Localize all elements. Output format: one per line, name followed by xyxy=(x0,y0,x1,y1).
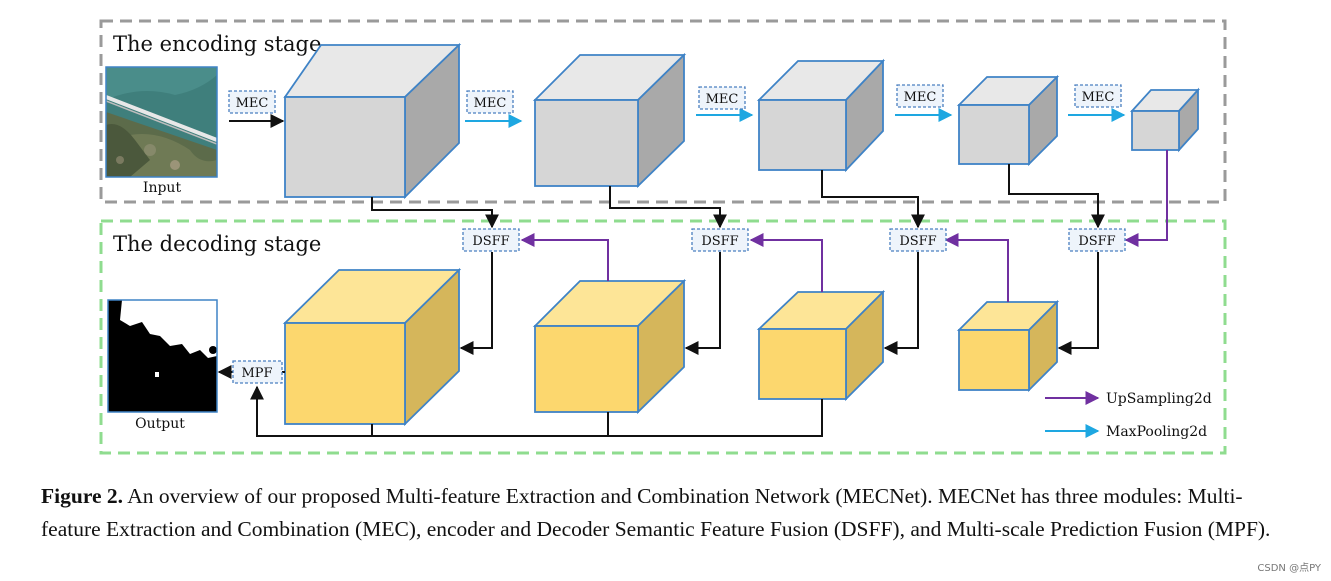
encoder-feature-block-2 xyxy=(532,52,687,189)
figure-label: Figure 2. xyxy=(41,484,124,508)
svg-text:MEC: MEC xyxy=(706,92,739,107)
upsampling-arrow-3 xyxy=(944,233,1009,302)
skip-connection-3 xyxy=(821,170,925,229)
mecnet-diagram: The encoding stage The decoding stage In… xyxy=(99,19,1227,455)
svg-text:DSFF: DSFF xyxy=(472,234,509,249)
figure-caption: Figure 2. An overview of our proposed Mu… xyxy=(41,480,1291,546)
mec-module-3: MEC xyxy=(698,86,746,110)
encoder-feature-block-1 xyxy=(283,42,462,200)
mec-module-5: MEC xyxy=(1074,84,1122,108)
decoder-feature-block-3 xyxy=(756,289,886,402)
legend-maxpooling-label: MaxPooling2d xyxy=(1106,424,1207,440)
encoder-feature-block-4 xyxy=(956,74,1060,167)
legend: UpSampling2d MaxPooling2d xyxy=(1045,391,1212,440)
encoder-feature-block-5 xyxy=(1129,87,1201,153)
encoding-stage-title: The encoding stage xyxy=(113,32,321,56)
svg-text:DSFF: DSFF xyxy=(1078,234,1115,249)
watermark: CSDN @点PY xyxy=(1257,563,1321,574)
skip-connection-1 xyxy=(371,197,499,229)
legend-upsampling-label: UpSampling2d xyxy=(1106,391,1212,407)
decoder-feature-block-4 xyxy=(956,299,1060,393)
multiscale-fusion-line xyxy=(250,385,823,437)
decoding-stage-title: The decoding stage xyxy=(113,232,321,256)
figure-caption-text: An overview of our proposed Multi-featur… xyxy=(41,484,1271,541)
svg-text:MEC: MEC xyxy=(474,96,507,111)
input-image xyxy=(105,66,218,178)
svg-text:MPF: MPF xyxy=(241,366,272,381)
mec-module-1: MEC xyxy=(228,90,276,114)
input-label: Input xyxy=(143,180,182,196)
decoder-feature-block-2 xyxy=(532,278,687,415)
dsff-module-1: DSFF xyxy=(462,228,520,252)
mec-module-4: MEC xyxy=(896,84,944,108)
skip-connection-4 xyxy=(1008,164,1105,229)
dsff-module-2: DSFF xyxy=(691,228,749,252)
mpf-module: MPF xyxy=(232,360,283,384)
output-image xyxy=(107,299,218,413)
upsampling-arrow-bottleneck xyxy=(1124,150,1168,247)
dsff-to-decoder-arrow-1 xyxy=(459,252,493,355)
decoding-stage-frame xyxy=(99,219,1227,455)
output-label: Output xyxy=(135,416,185,432)
dsff-module-3: DSFF xyxy=(889,228,947,252)
skip-connection-2 xyxy=(609,186,727,229)
upsampling-arrow-1 xyxy=(520,233,609,281)
svg-text:DSFF: DSFF xyxy=(701,234,738,249)
dsff-to-decoder-arrow-2 xyxy=(684,252,721,355)
svg-text:MEC: MEC xyxy=(1082,90,1115,105)
mec-module-2: MEC xyxy=(466,90,514,114)
encoder-feature-block-3 xyxy=(756,58,886,173)
svg-text:MEC: MEC xyxy=(904,90,937,105)
svg-text:MEC: MEC xyxy=(236,96,269,111)
dsff-module-4: DSFF xyxy=(1068,228,1126,252)
upsampling-arrow-2 xyxy=(749,233,823,292)
decoder-feature-block-1 xyxy=(282,267,462,427)
encoding-stage-frame xyxy=(99,19,1227,204)
dsff-to-decoder-arrow-3 xyxy=(883,252,919,355)
dsff-to-decoder-arrow-4 xyxy=(1057,252,1099,355)
svg-text:DSFF: DSFF xyxy=(899,234,936,249)
